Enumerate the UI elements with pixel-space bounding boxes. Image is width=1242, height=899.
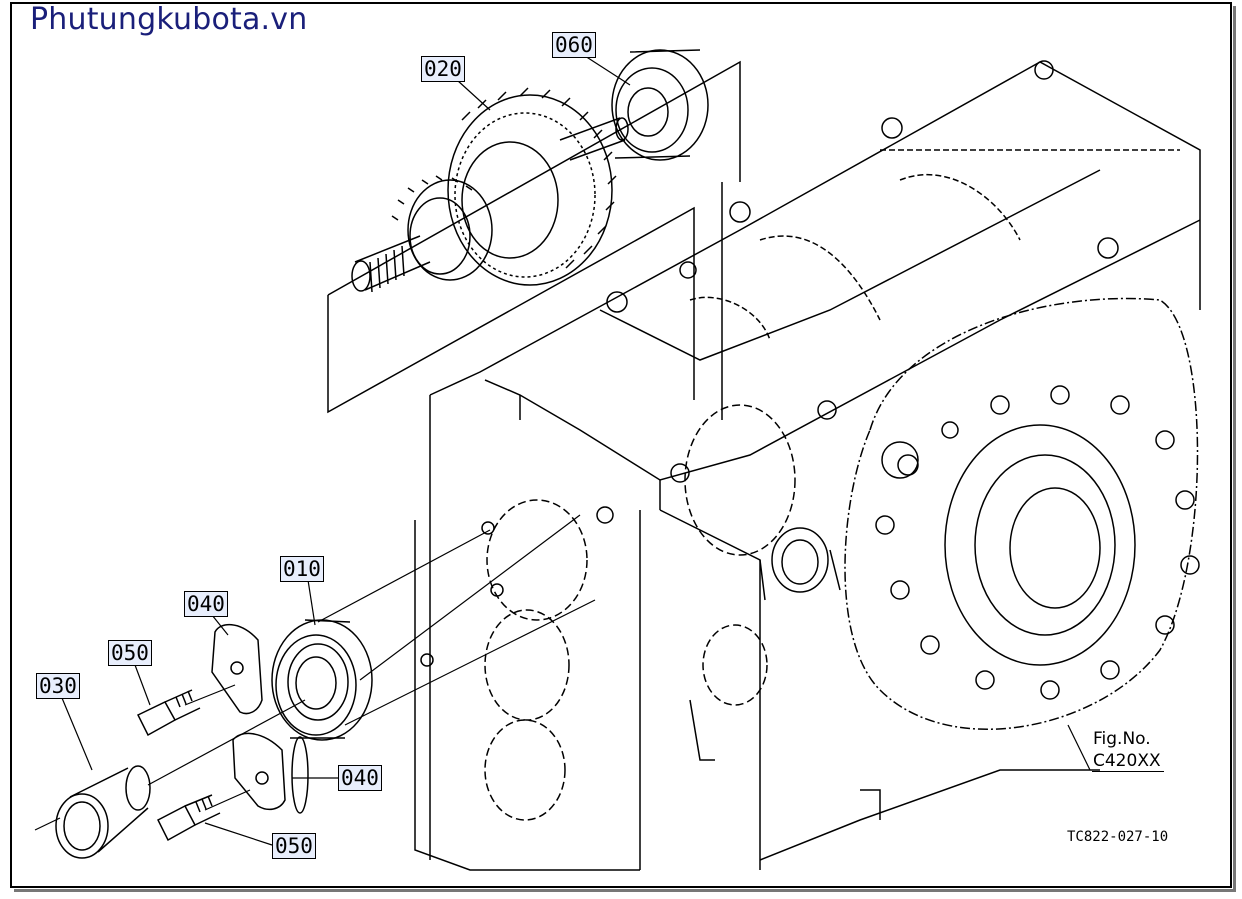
bolt-050-upper <box>136 689 201 737</box>
callout-010[interactable]: 010 <box>280 556 324 582</box>
callout-040-upper[interactable]: 040 <box>184 591 228 617</box>
small-gear-shaft <box>351 175 493 293</box>
callout-060[interactable]: 060 <box>552 32 596 58</box>
bearing-010 <box>271 619 373 741</box>
upper-plane-outline <box>327 60 741 420</box>
figure-code: C420XX <box>1093 751 1161 771</box>
frame-shadow <box>14 6 1236 892</box>
retainer-plate-upper <box>211 624 263 715</box>
transmission-case <box>414 60 1201 871</box>
retainer-plate-lower <box>232 732 309 814</box>
assembly-axis-lines <box>34 514 596 831</box>
callout-020[interactable]: 020 <box>421 56 465 82</box>
drawing-reference: TC822-027-10 <box>1067 829 1169 845</box>
figure-code-underline <box>1092 771 1164 772</box>
callout-050-lower[interactable]: 050 <box>272 833 316 859</box>
callout-040-lower[interactable]: 040 <box>338 765 382 791</box>
rear-flange <box>844 297 1200 730</box>
diagram-frame <box>10 2 1232 888</box>
callout-050-upper[interactable]: 050 <box>108 640 152 666</box>
case-bores <box>484 404 796 821</box>
bolt-050-lower <box>156 794 221 842</box>
site-watermark: Phutungkubota.vn <box>30 2 308 37</box>
lower-boss <box>689 527 1100 861</box>
leader-lines <box>61 55 1091 846</box>
bearing-060 <box>611 49 709 161</box>
collar-030 <box>55 765 151 859</box>
figure-number: Fig.No. C420XX <box>1093 728 1161 772</box>
figure-label: Fig.No. <box>1093 729 1151 749</box>
gear-020 <box>447 87 629 286</box>
callout-030[interactable]: 030 <box>36 673 80 699</box>
